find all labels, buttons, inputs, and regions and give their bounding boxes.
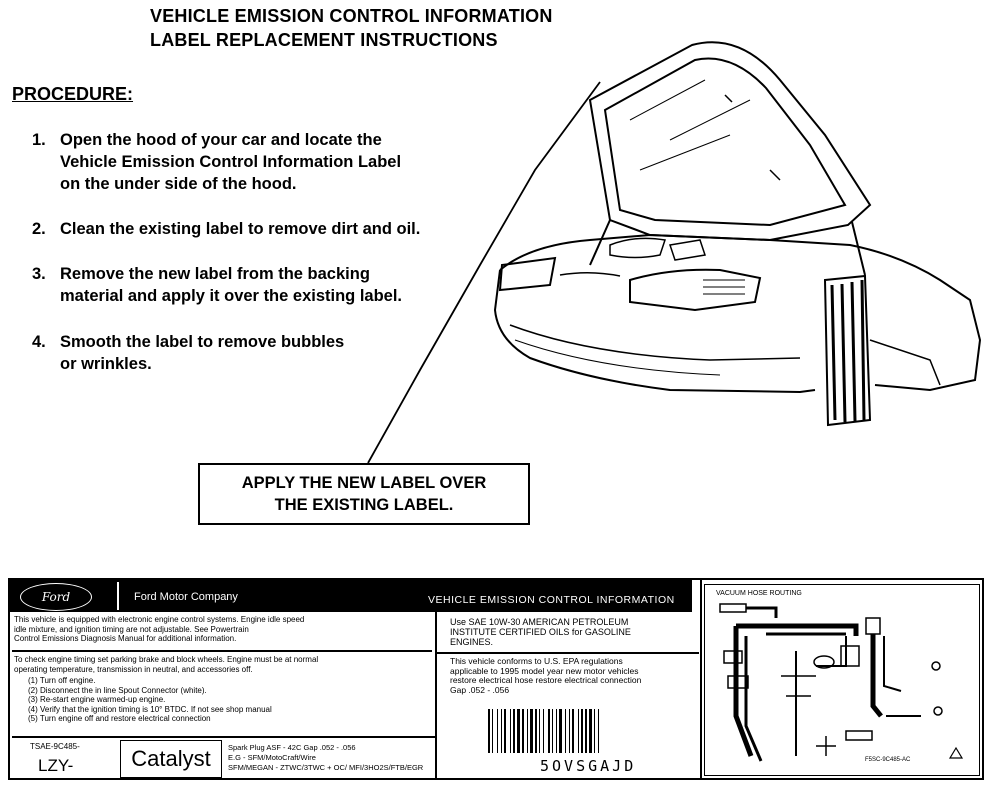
- vacuum-diagram-code: F5SC-9C485-AC: [865, 757, 911, 763]
- label-header-bar: [10, 580, 692, 612]
- step-text: Smooth the label to remove bubbles or wr…: [60, 333, 345, 373]
- label-part-code: TSAE-9C485-: [30, 742, 80, 751]
- timing-instructions: (1) Turn off engine. (2) Disconnect the …: [28, 676, 272, 723]
- step-2: 2. Clean the existing label to remove di…: [32, 218, 420, 240]
- label-paragraph-2: To check engine timing set parking brake…: [14, 655, 319, 674]
- calibration-code: LZY-: [38, 756, 74, 775]
- catalyst-badge: Catalyst: [120, 740, 222, 778]
- procedure-heading: PROCEDURE:: [12, 84, 134, 104]
- oil-recommendation: Use SAE 10W-30 AMERICAN PETROLEUM INSTIT…: [450, 617, 631, 647]
- title-line-1: VEHICLE EMISSION CONTROL INFORMATION: [150, 6, 553, 26]
- car-hood-open-illustration: [493, 41, 982, 427]
- step-number: 3.: [32, 265, 46, 283]
- label-divider: [12, 736, 436, 738]
- step-3: 3. Remove the new label from the backing…: [32, 263, 402, 307]
- vacuum-diagram-title: VACUUM HOSE ROUTING: [716, 590, 802, 597]
- label-divider: [12, 650, 432, 652]
- emission-label: [8, 578, 984, 780]
- step-4: 4. Smooth the label to remove bubbles or…: [32, 331, 344, 375]
- step-1: 1. Open the hood of your car and locate …: [32, 129, 401, 195]
- label-header-title: VEHICLE EMISSION CONTROL INFORMATION: [428, 594, 675, 606]
- label-column-divider: [700, 580, 702, 778]
- step-number: 4.: [32, 333, 46, 351]
- step-number: 2.: [32, 220, 46, 238]
- header-divider: [117, 582, 119, 610]
- barcode-text: 5OVSGAJD: [540, 757, 637, 775]
- step-text: Open the hood of your car and locate the…: [60, 131, 402, 193]
- apply-label-callout: APPLY THE NEW LABEL OVER THE EXISTING LA…: [198, 463, 530, 525]
- label-divider: [437, 652, 699, 654]
- epa-conformance: This vehicle conforms to U.S. EPA regula…: [450, 656, 642, 695]
- ford-logo: Ford: [20, 583, 92, 611]
- document-title: VEHICLE EMISSION CONTROL INFORMATION LAB…: [150, 4, 553, 52]
- spark-plug-info: Spark Plug ASF - 42C Gap .052 - .056 E.G…: [228, 743, 424, 772]
- title-line-2: LABEL REPLACEMENT INSTRUCTIONS: [150, 30, 498, 50]
- barcode: [488, 709, 599, 753]
- step-number: 1.: [32, 131, 46, 149]
- label-column-divider: [435, 612, 437, 778]
- company-name: Ford Motor Company: [134, 591, 238, 603]
- vacuum-hose-diagram: [704, 584, 980, 776]
- label-paragraph-1: This vehicle is equipped with electronic…: [14, 615, 305, 643]
- step-text: Clean the existing label to remove dirt …: [60, 220, 421, 238]
- vacuum-hose-routing-drawing: [719, 603, 964, 762]
- step-text: Remove the new label from the backing ma…: [60, 265, 403, 305]
